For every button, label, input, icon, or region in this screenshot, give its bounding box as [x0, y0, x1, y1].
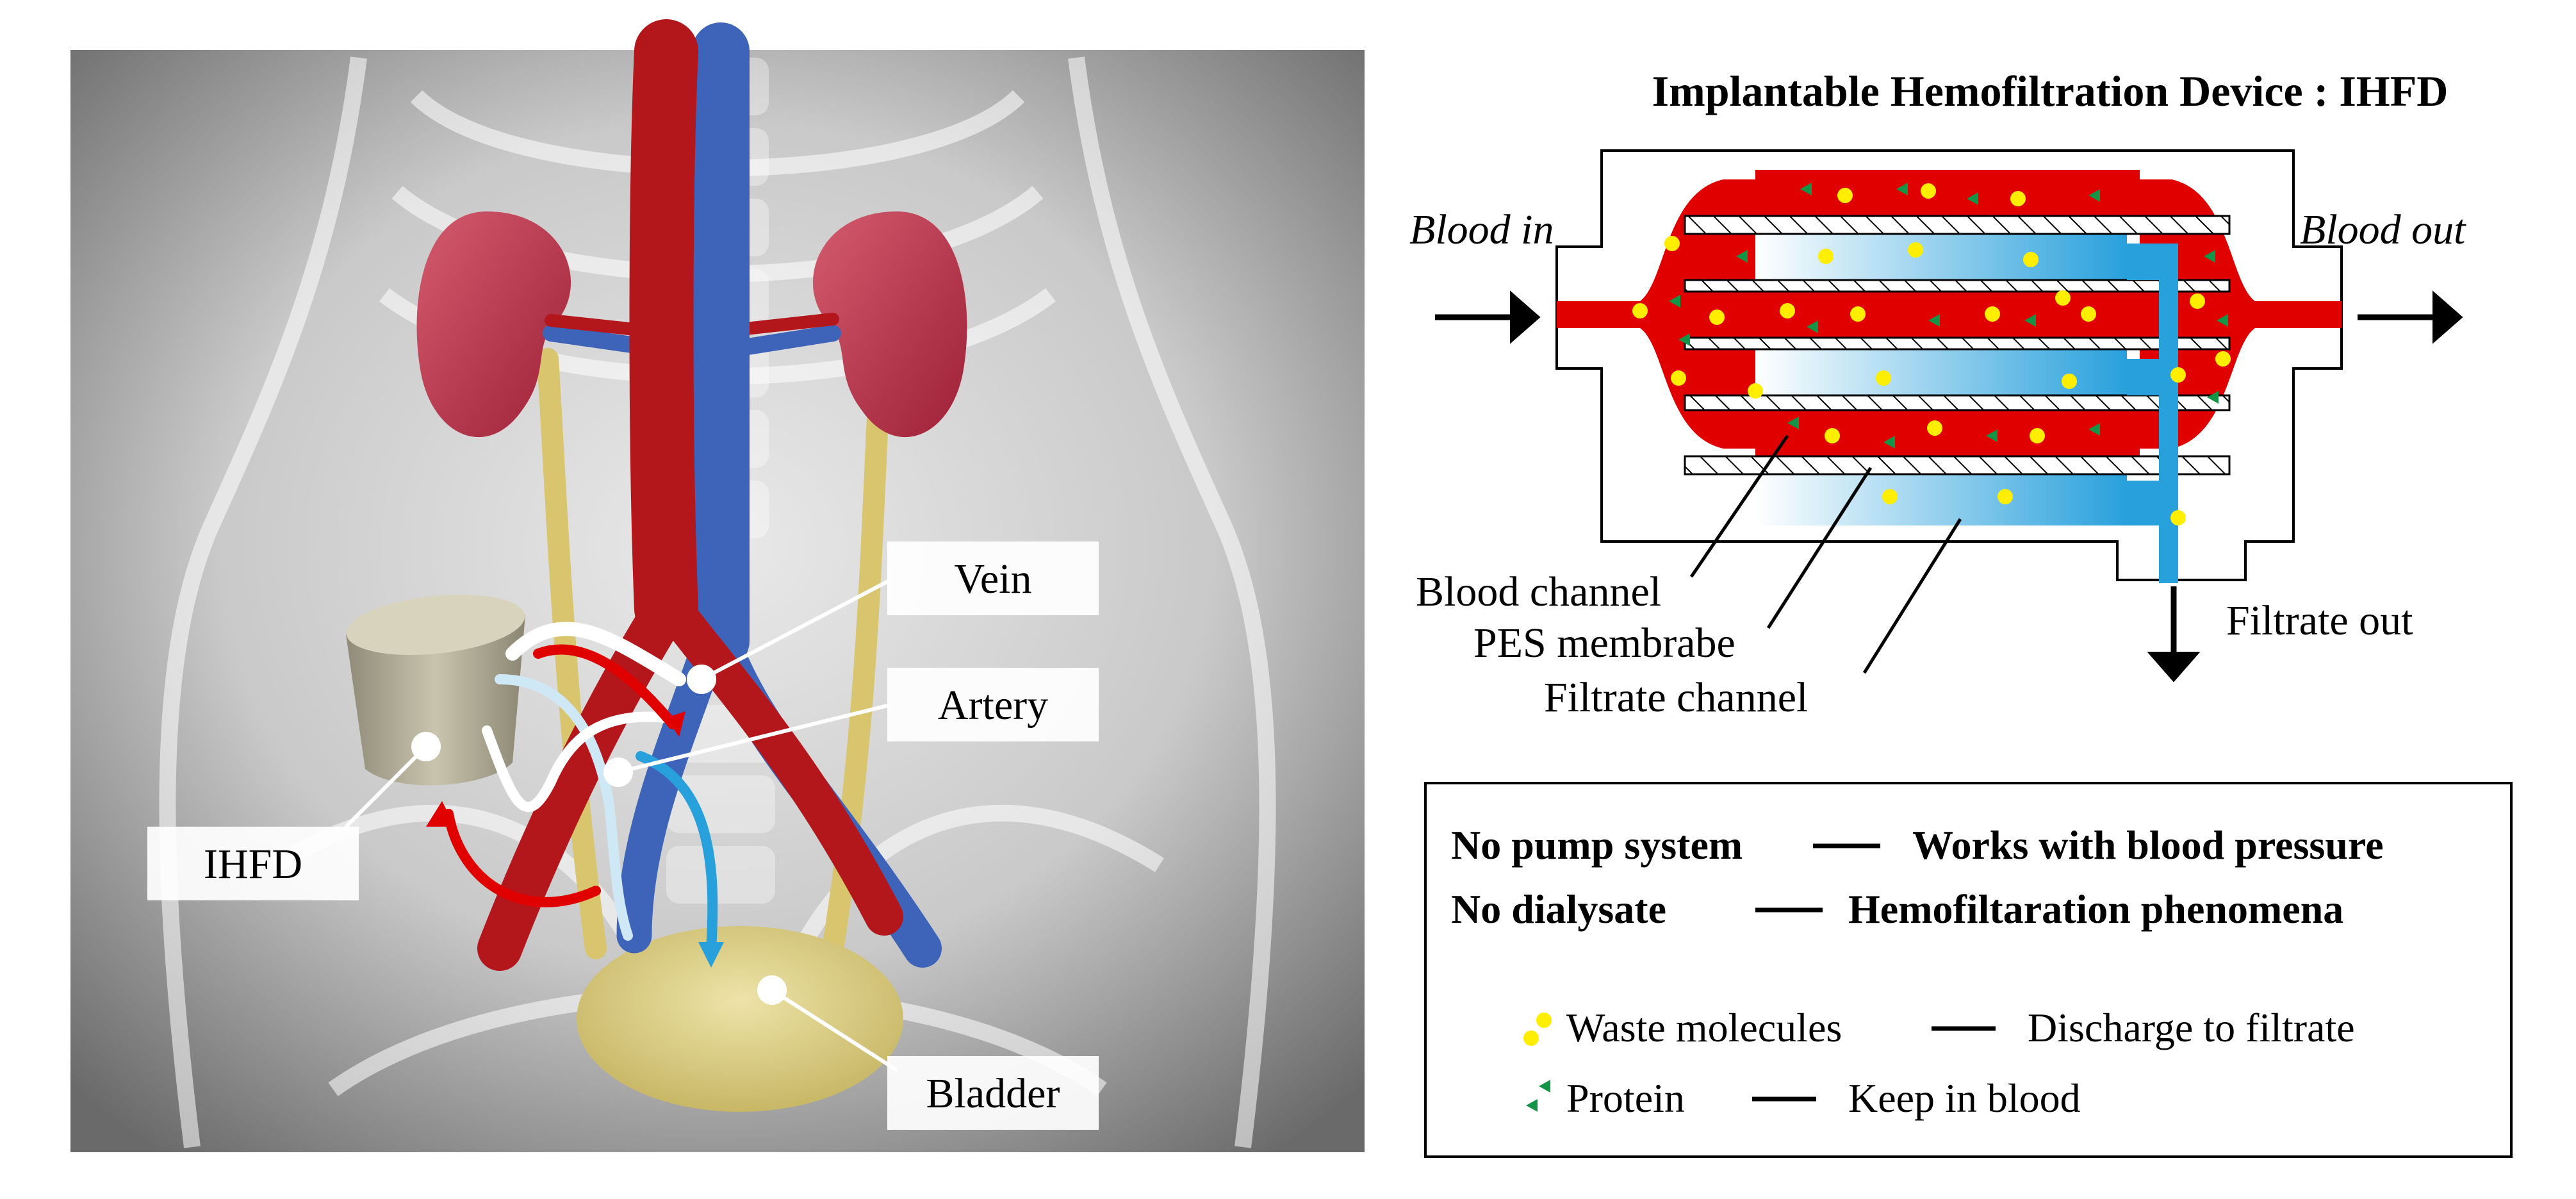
bladder-organ: [577, 926, 903, 1112]
legend-protein-label: Protein: [1566, 1075, 1685, 1121]
green-triangles-icon: [1526, 1080, 1550, 1112]
flow-arrows: [426, 644, 724, 968]
pes-membranes: [1684, 215, 2231, 475]
yellow-dots-icon: [1523, 1013, 1552, 1046]
label-bladder: Bladder: [887, 1056, 1099, 1130]
label-ihfd-text: IHFD: [204, 841, 302, 888]
ihfd-cylinder: [346, 594, 525, 786]
device-title: Implantable Hemofiltration Device : IHFD: [1652, 67, 2449, 115]
blood-channels: [1755, 170, 2140, 456]
legend-waste-effect: Discharge to filtrate: [2028, 1005, 2355, 1050]
blood-in-label: Blood in: [1409, 206, 1554, 253]
summary-frame: [1424, 782, 2513, 1158]
device-diagram: Implantable Hemofiltration Device : IHFD: [1409, 67, 2466, 721]
filtrate-channels: [1755, 234, 2127, 525]
right-kidney: [812, 211, 967, 438]
summary-row1-right: Works with blood pressure: [1912, 822, 2384, 868]
proteins: [1669, 183, 2228, 449]
summary-row1-left: No pump system: [1451, 822, 1743, 868]
left-kidney: [416, 211, 571, 438]
inlet-tube: [1557, 301, 1646, 328]
device-tubing: [482, 622, 686, 941]
filtrate-out-label: Filtrate out: [2226, 597, 2413, 644]
callout-blood-channel: Blood channel: [1416, 568, 1661, 615]
anatomy-panel: Vein Artery IHFD Bladder: [70, 19, 1365, 1152]
filtrate-out-arrow-head: [2147, 652, 2201, 682]
label-vein: Vein: [887, 542, 1099, 615]
callout-lines: [344, 578, 898, 1072]
waste-molecules: [1632, 183, 2231, 525]
callout-filtrate-channel: Filtrate channel: [1544, 674, 1808, 721]
summary-row2-left: No dialysate: [1451, 886, 1666, 932]
blood-out-label: Blood out: [2300, 206, 2466, 253]
legend-protein-effect: Keep in blood: [1848, 1075, 2081, 1121]
label-ihfd: IHFD: [147, 827, 359, 900]
legend-waste-label: Waste molecules: [1566, 1005, 1842, 1050]
label-bladder-text: Bladder: [926, 1070, 1060, 1117]
outlet-tube: [2249, 301, 2342, 328]
callout-pes-membrane: PES membrabe: [1473, 620, 1735, 666]
label-artery: Artery: [887, 668, 1099, 741]
summary-row2-right: Hemofiltaration phenomena: [1848, 886, 2343, 932]
aorta: [477, 19, 903, 971]
filtrate-collector: [2127, 244, 2178, 583]
label-artery-text: Artery: [938, 682, 1048, 729]
summary-box: No pump system Works with blood pressure…: [1424, 782, 2513, 1158]
device-callout-lines: [1689, 434, 1962, 674]
blood-out-arrow-head: [2432, 290, 2463, 344]
blood-in-arrow-head: [1510, 290, 1541, 344]
label-vein-text: Vein: [955, 556, 1032, 602]
